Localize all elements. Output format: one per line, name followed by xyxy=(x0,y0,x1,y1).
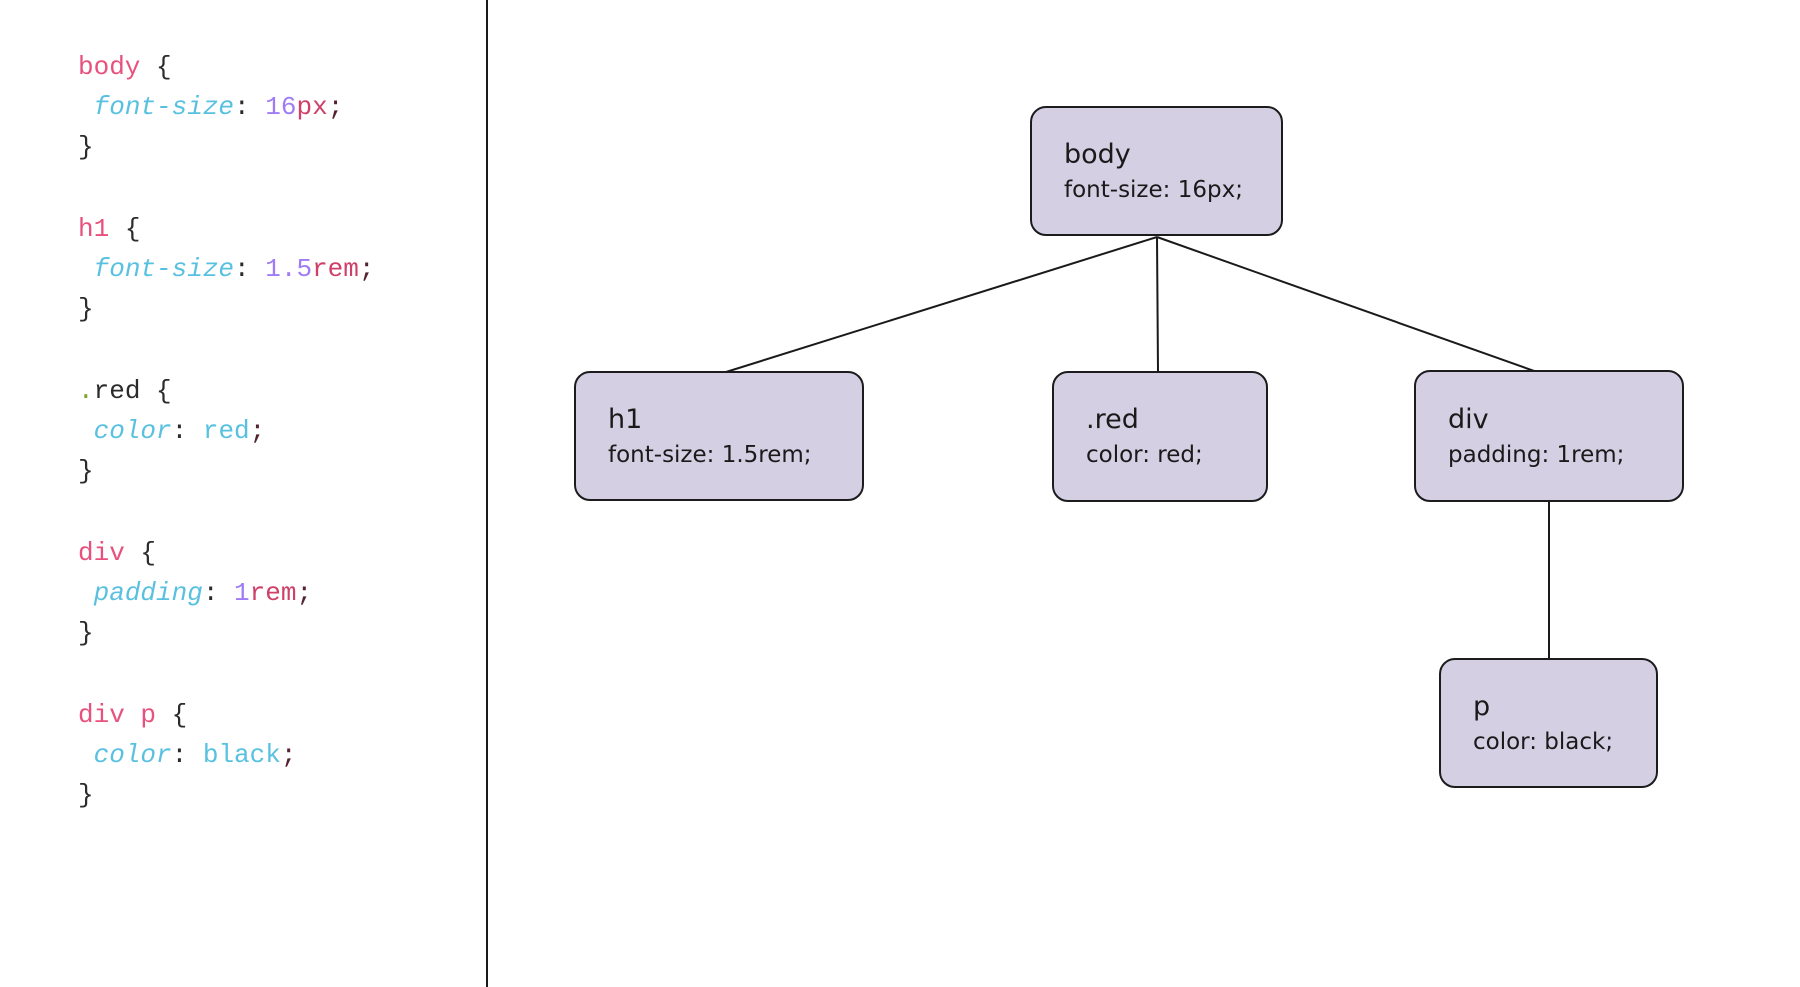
code-token-property: font-size xyxy=(93,92,235,122)
code-rule: .red { color: red;} xyxy=(78,371,375,491)
code-line: div p { xyxy=(78,695,375,735)
code-token-punct: } xyxy=(78,618,94,648)
code-token-value: black xyxy=(202,740,281,770)
code-line: } xyxy=(78,451,375,491)
code-line: font-size: 1.5rem; xyxy=(78,249,375,289)
node-declaration: font-size: 1.5rem; xyxy=(608,441,812,468)
code-token-punct: { xyxy=(156,376,172,406)
code-token-unit: rem xyxy=(249,578,297,608)
code-token-punct: { xyxy=(124,214,141,244)
code-rule: div p { color: black;} xyxy=(78,695,375,815)
tree-node-h1: h1 font-size: 1.5rem; xyxy=(574,371,864,501)
code-token-punct: { xyxy=(140,538,157,568)
code-token-class_name: red xyxy=(93,376,141,406)
code-panel: body { font-size: 16px;}h1 { font-size: … xyxy=(78,47,375,857)
tree-node-body: body font-size: 16px; xyxy=(1030,106,1283,236)
code-token-semi: ; xyxy=(249,416,266,446)
code-line: body { xyxy=(78,47,375,87)
code-line: h1 { xyxy=(78,209,375,249)
code-token-punct: : xyxy=(202,578,219,608)
code-token-punct: } xyxy=(78,780,94,810)
node-selector: div xyxy=(1448,403,1489,435)
code-token-property: color xyxy=(93,740,172,770)
node-selector: p xyxy=(1473,690,1491,722)
code-token-property: padding xyxy=(93,578,203,608)
node-selector: .red xyxy=(1086,404,1139,435)
code-token-property: color xyxy=(93,416,172,446)
code-token-punct: : xyxy=(234,92,250,122)
code-line: } xyxy=(78,775,375,815)
code-line: color: black; xyxy=(78,735,375,775)
code-token-number: 16 xyxy=(265,92,297,122)
code-token-punct: { xyxy=(156,52,172,82)
code-line: padding: 1rem; xyxy=(78,573,375,613)
tree-edge-body-h1 xyxy=(725,236,1158,373)
code-line: } xyxy=(78,613,375,653)
code-token-selector: div xyxy=(78,538,125,568)
code-line: color: red; xyxy=(78,411,375,451)
code-rule: body { font-size: 16px;} xyxy=(78,47,375,167)
code-line: div { xyxy=(78,533,375,573)
tree-node-red: .red color: red; xyxy=(1052,371,1268,502)
code-rule: h1 { font-size: 1.5rem;} xyxy=(78,209,375,329)
code-token-punct: : xyxy=(171,416,188,446)
code-token-selector: body xyxy=(78,52,141,82)
node-selector: body xyxy=(1064,138,1131,170)
code-line: } xyxy=(78,127,375,167)
code-token-number: 1 xyxy=(234,578,250,608)
code-token-punct: } xyxy=(78,456,94,486)
tree-edge-body-red xyxy=(1156,236,1159,373)
node-selector: h1 xyxy=(608,403,643,435)
node-declaration: color: red; xyxy=(1086,442,1203,468)
code-token-punct: { xyxy=(171,700,188,730)
code-line: } xyxy=(78,289,375,329)
code-token-semi: ; xyxy=(327,92,344,122)
tree-edge-body-div xyxy=(1156,236,1538,373)
node-declaration: padding: 1rem; xyxy=(1448,441,1625,468)
code-rule: div { padding: 1rem;} xyxy=(78,533,375,653)
code-token-unit: px xyxy=(296,92,328,122)
code-token-semi: ; xyxy=(296,578,313,608)
panel-divider xyxy=(486,0,488,987)
code-token-selector: p xyxy=(140,700,157,730)
tree-node-p: p color: black; xyxy=(1439,658,1658,788)
code-token-selector: h1 xyxy=(78,214,110,244)
code-token-punct: : xyxy=(171,740,188,770)
tree-node-div: div padding: 1rem; xyxy=(1414,370,1684,502)
code-token-selector: div xyxy=(78,700,125,730)
node-declaration: font-size: 16px; xyxy=(1064,176,1243,203)
code-token-class_dot: . xyxy=(78,376,94,406)
code-token-punct: } xyxy=(78,132,94,162)
code-token-value: red xyxy=(202,416,250,446)
code-token-unit: rem xyxy=(312,254,359,284)
code-token-punct: : xyxy=(234,254,250,284)
code-line: .red { xyxy=(78,371,375,411)
node-declaration: color: black; xyxy=(1473,728,1614,755)
code-token-number: 1.5 xyxy=(265,254,313,284)
code-line: font-size: 16px; xyxy=(78,87,375,127)
code-token-semi: ; xyxy=(358,254,375,284)
code-token-property: font-size xyxy=(93,254,235,284)
code-token-semi: ; xyxy=(280,740,297,770)
code-token-punct: } xyxy=(78,294,94,324)
